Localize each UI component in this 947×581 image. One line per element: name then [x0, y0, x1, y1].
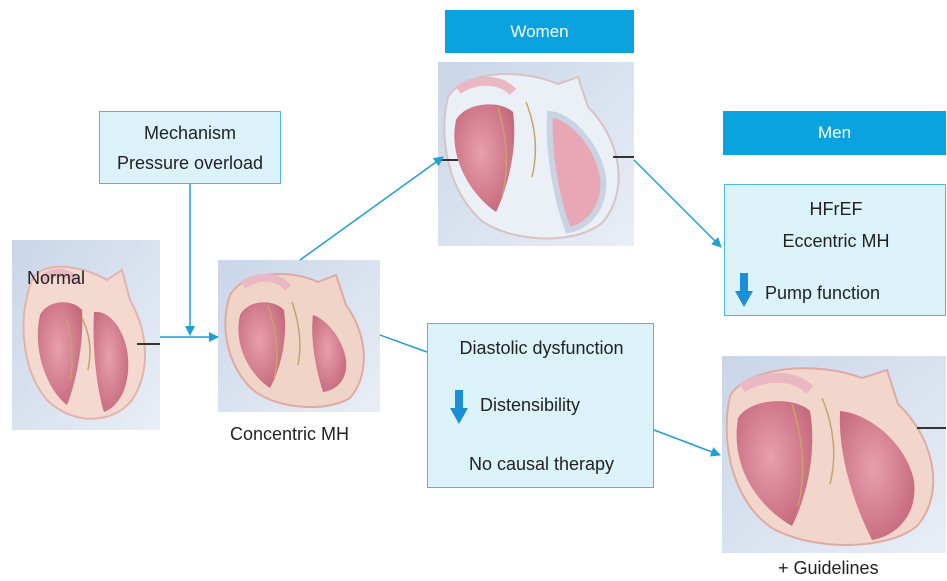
concentric-to-diastolic-line — [380, 335, 427, 352]
concentric-to-women-arrow — [300, 157, 443, 260]
diastolic-to-guidelines-arrow — [654, 430, 720, 455]
women-to-men-arrow — [634, 160, 721, 247]
